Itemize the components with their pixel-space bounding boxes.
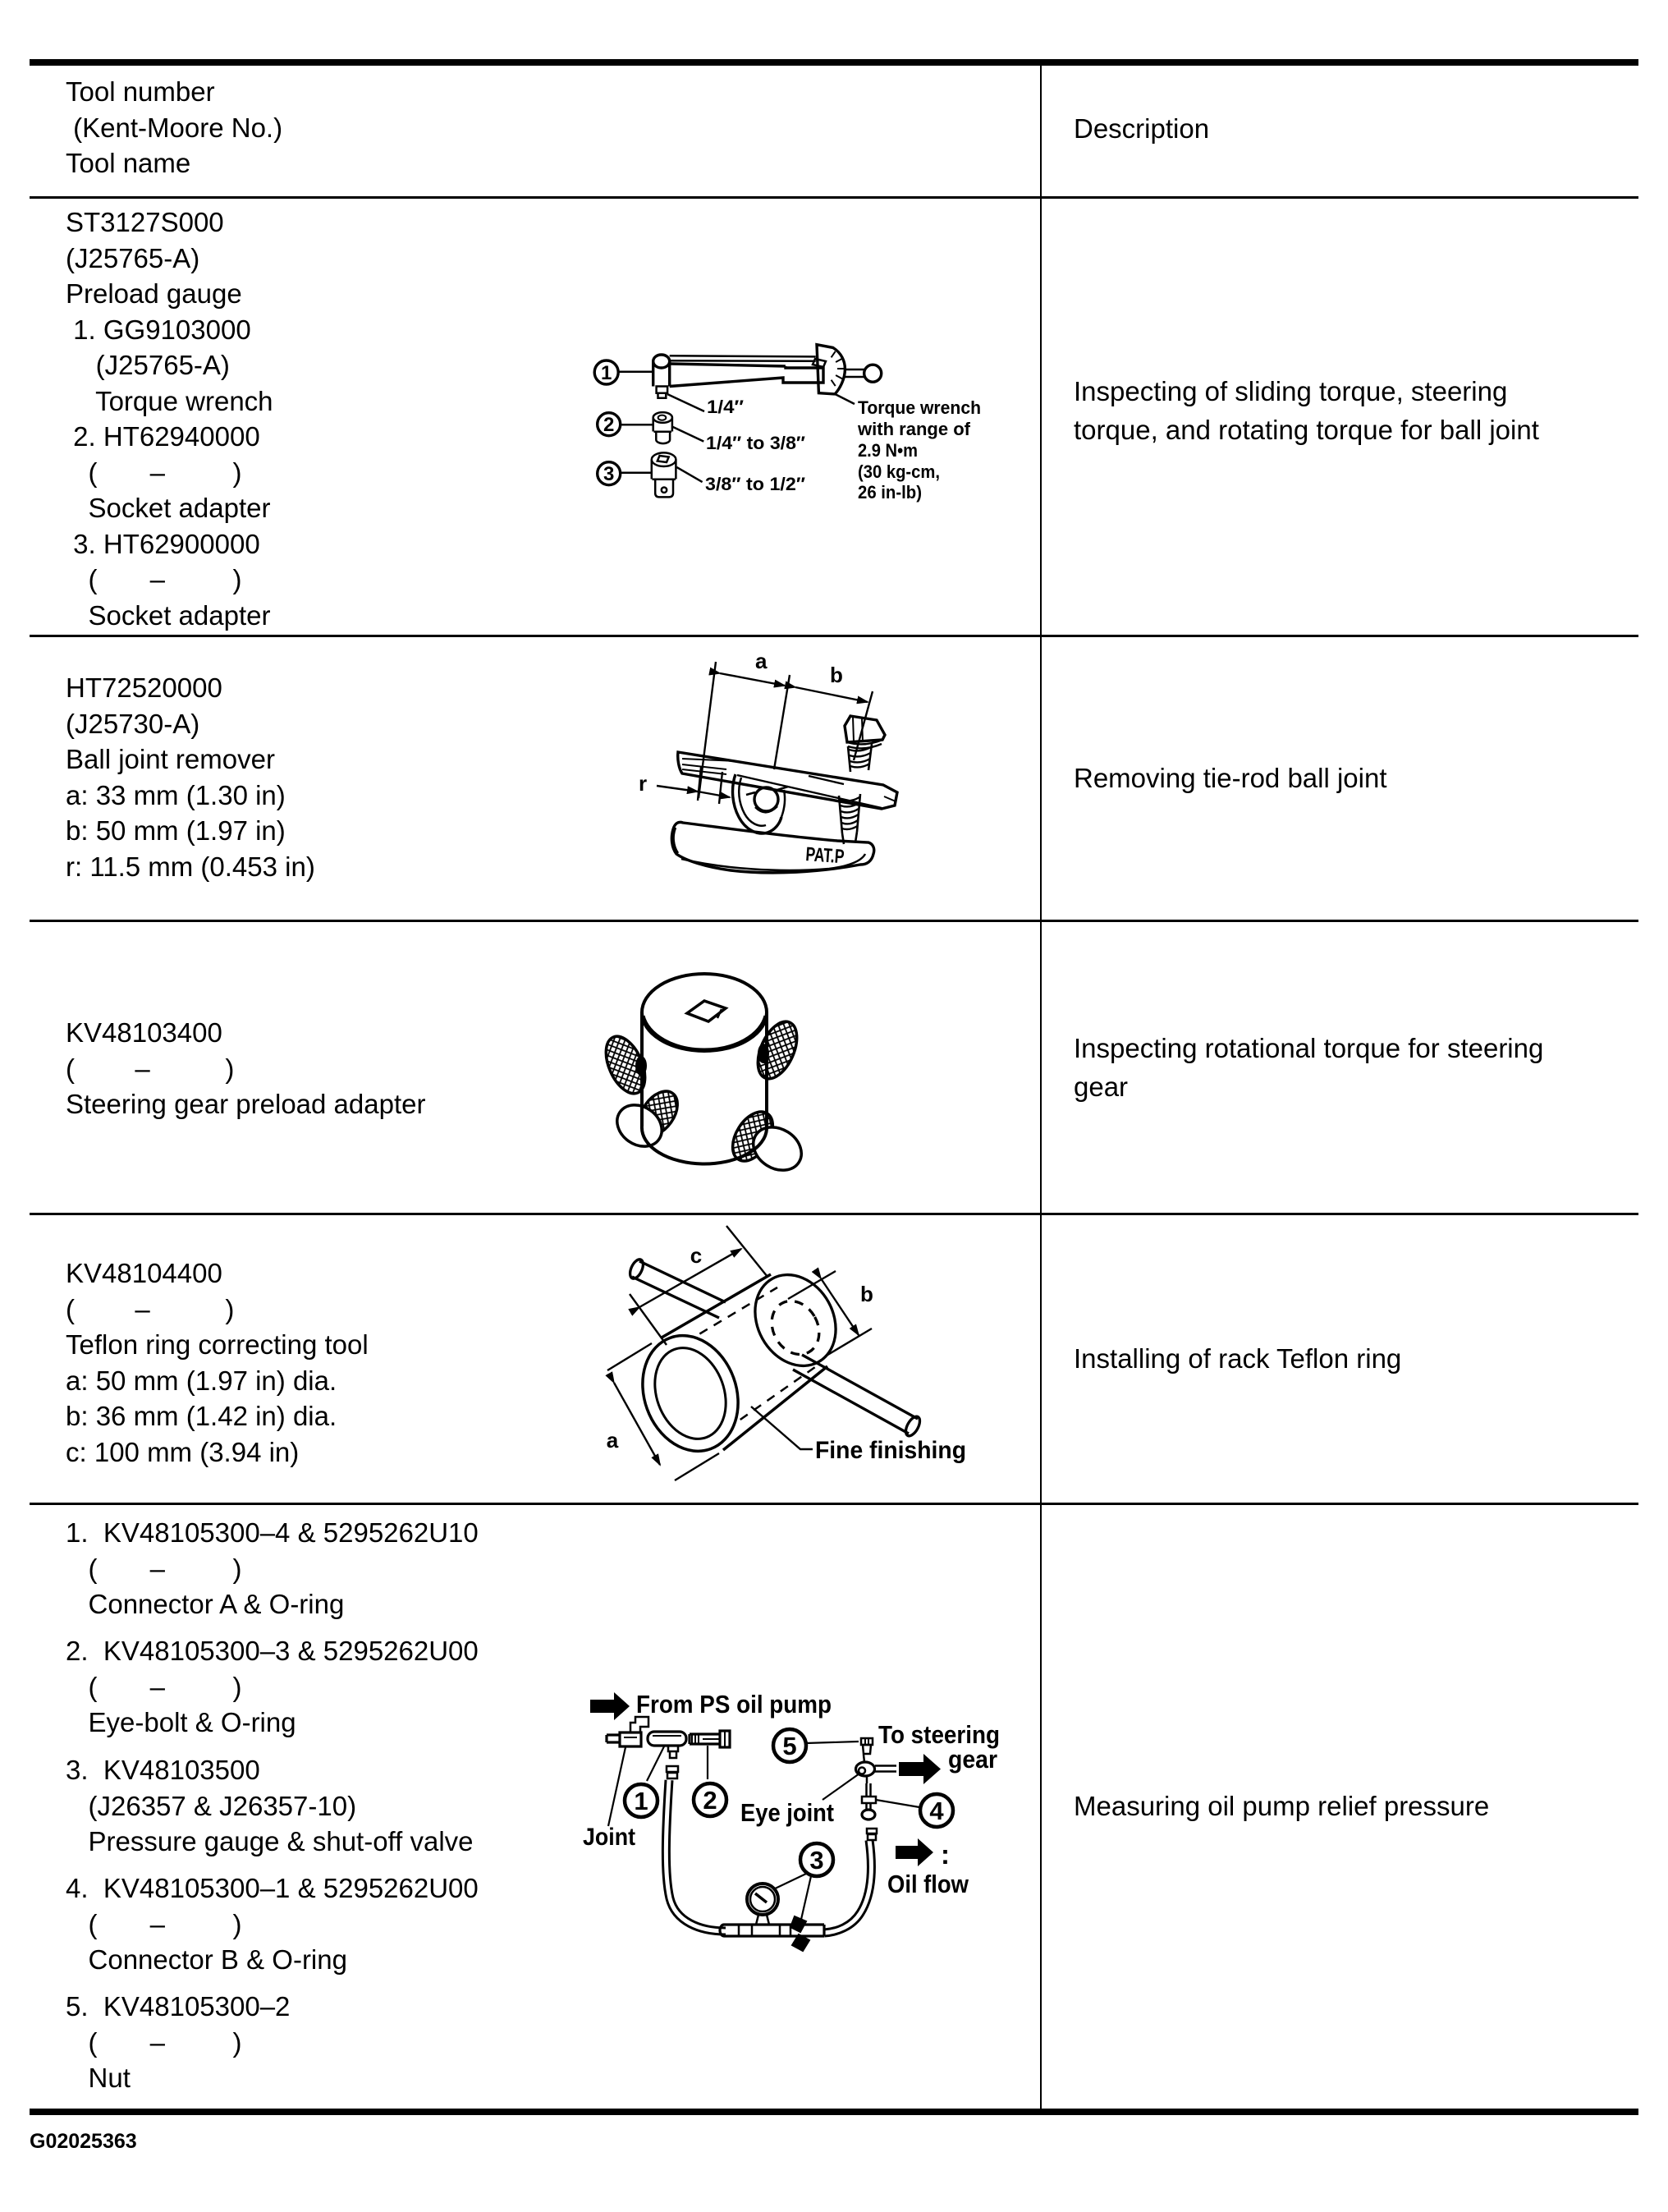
svg-text:3: 3 <box>809 1846 823 1875</box>
svg-text:Torque wrench: Torque wrench <box>858 397 981 418</box>
svg-text:Fine finishing: Fine finishing <box>815 1437 966 1464</box>
svg-text:26 in-lb): 26 in-lb) <box>858 482 922 503</box>
svg-text:3: 3 <box>603 463 614 485</box>
svg-text:c: c <box>690 1243 702 1268</box>
svg-text:5: 5 <box>782 1732 796 1760</box>
svg-text:1: 1 <box>634 1787 648 1815</box>
svg-text:2: 2 <box>703 1786 717 1815</box>
svg-text:1/4″: 1/4″ <box>707 397 745 417</box>
svg-text:a: a <box>607 1428 619 1452</box>
svg-text:a: a <box>755 649 768 673</box>
svg-text:4: 4 <box>929 1797 944 1825</box>
svg-text:1/4″ to 3/8″: 1/4″ to 3/8″ <box>706 433 805 453</box>
svg-text:To steering: To steering <box>878 1720 1000 1749</box>
svg-text:with range of: with range of <box>857 419 971 439</box>
svg-text:2.9 N•m: 2.9 N•m <box>858 440 918 461</box>
svg-text:(30 kg-cm,: (30 kg-cm, <box>858 461 940 482</box>
svg-text:b: b <box>860 1282 873 1306</box>
svg-text:Joint: Joint <box>583 1824 635 1851</box>
svg-text:gear: gear <box>948 1745 997 1774</box>
svg-text:b: b <box>830 663 843 687</box>
svg-text::: : <box>941 1839 950 1870</box>
svg-text:3/8″ to 1/2″: 3/8″ to 1/2″ <box>705 474 805 494</box>
svg-text:2: 2 <box>603 414 614 436</box>
svg-text:Eye joint: Eye joint <box>740 1798 834 1827</box>
svg-text:1: 1 <box>601 362 612 384</box>
svg-text:PAT.P: PAT.P <box>805 843 845 868</box>
svg-text:From PS oil pump: From PS oil pump <box>636 1690 832 1719</box>
svg-text:Oil flow: Oil flow <box>887 1870 969 1898</box>
svg-text:r: r <box>639 771 647 796</box>
